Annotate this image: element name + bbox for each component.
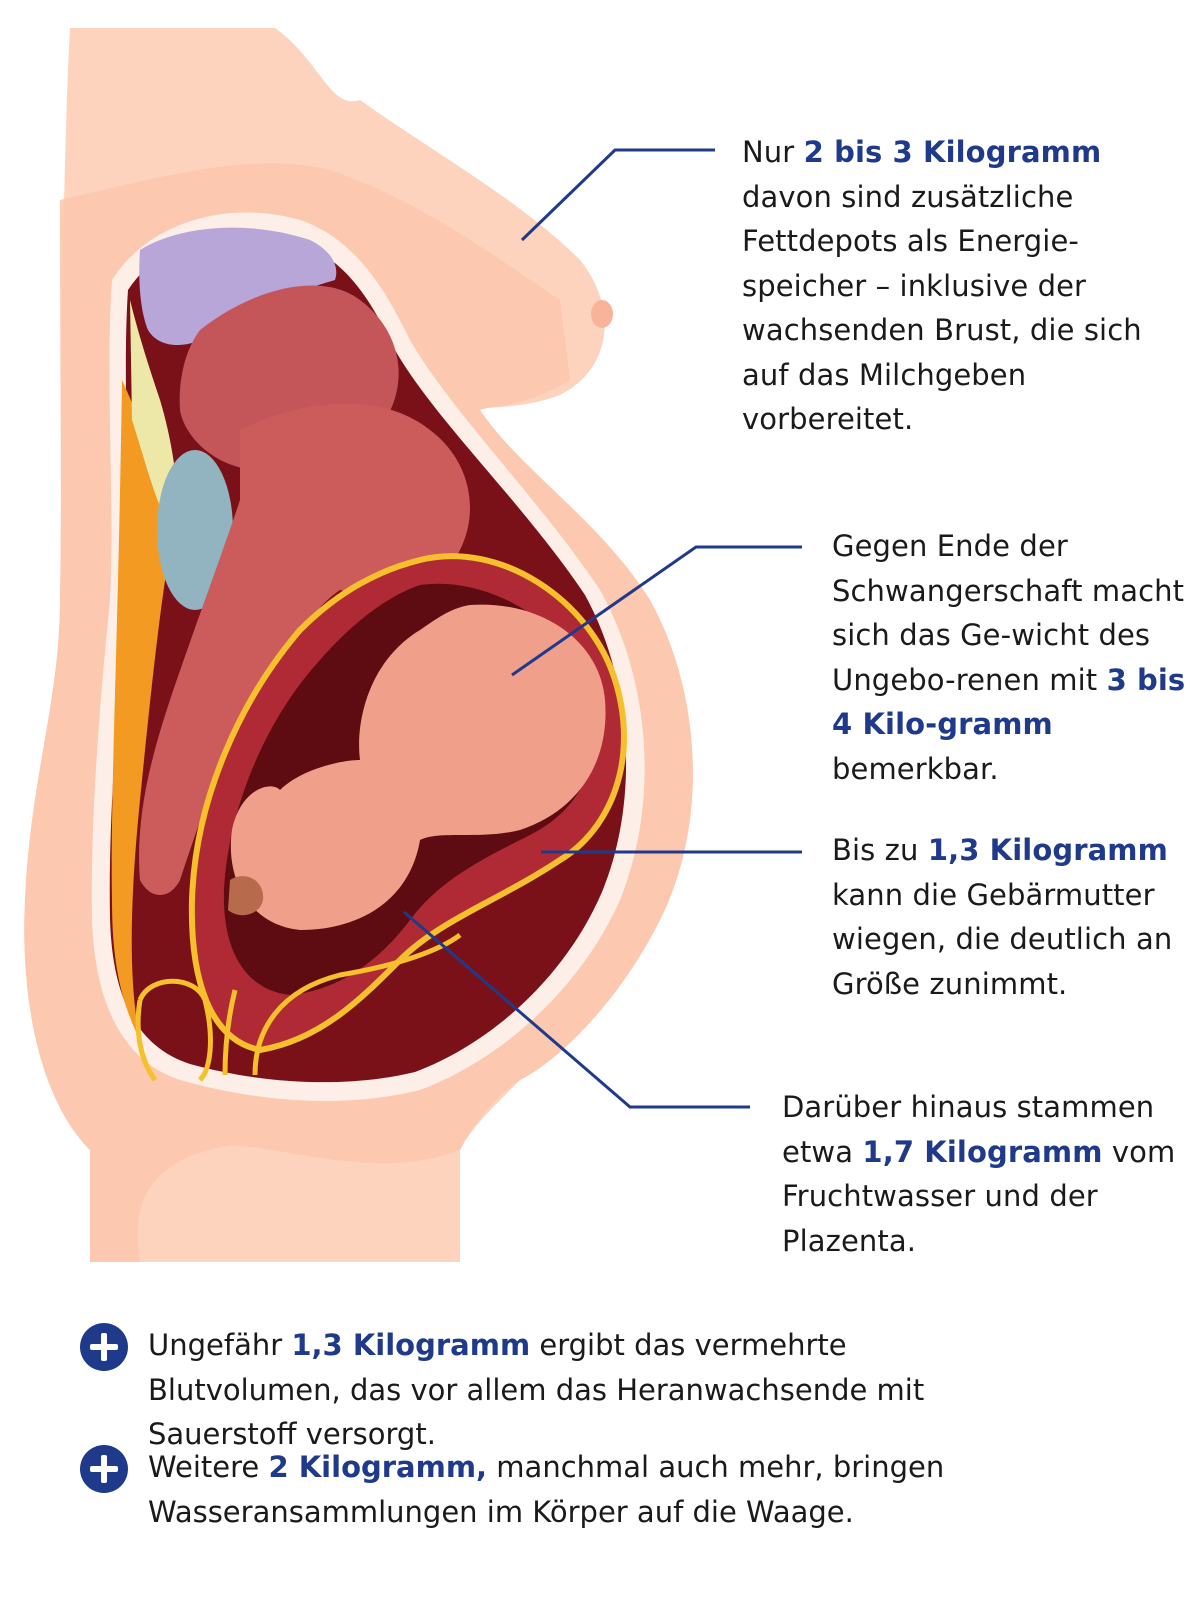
bullet-water-retention: Weitere 2 Kilogramm, manchmal auch mehr,… [80,1445,1048,1534]
fetus [230,604,606,930]
bullet-text-pre: Weitere [148,1450,269,1484]
bullet-blood-volume: Ungefähr 1,3 Kilogramm ergibt das vermeh… [80,1323,1048,1457]
callout-uterus-weight: Bis zu 1,3 Kilogramm kann die Gebärmutte… [832,828,1192,1006]
callout-text: Bis zu [832,833,928,867]
pregnancy-anatomy-illustration [24,28,802,1263]
callout-fetus-weight: Gegen Ende der Schwangerschaft macht sic… [832,524,1192,791]
bullet-text-pre: Ungefähr [148,1328,292,1362]
callout-text: davon sind zusätzliche Fettdepots als En… [742,179,1142,437]
leader-line-fat [520,148,715,242]
bullet-highlight: 1,3 Kilogramm [291,1328,531,1362]
callout-text: vom Fruchtwasser und der Plazenta. [782,1134,1176,1258]
rectum [252,932,462,1076]
plus-circle-icon [80,1445,128,1493]
placenta [228,876,264,916]
leader-line-amniotic [403,910,750,1109]
vagina [222,989,238,1076]
callout-fat-deposits: Nur 2 bis 3 Kilogramm davon sind zusätzl… [742,130,1182,442]
bladder [135,978,213,1082]
nipple [591,300,613,328]
bullet-text: Ungefähr 1,3 Kilogramm ergibt das vermeh… [148,1323,1048,1457]
bullet-text: Weitere 2 Kilogramm, manchmal auch mehr,… [148,1445,1048,1534]
callout-highlight: 3 bis 4 Kilo-gramm [832,662,1186,742]
plus-circle-icon [80,1323,128,1371]
callout-text: Gegen Ende der Schwangerschaft macht sic… [832,529,1185,697]
leader-line-fetus [511,545,802,677]
bullet-text-post: manchmal auch mehr, bringen Wasseransamm… [148,1450,945,1529]
lung [139,227,337,345]
callout-highlight: 1,7 Kilogramm [862,1134,1103,1169]
callout-highlight: 2 bis 3 Kilogramm [803,135,1102,169]
kidney [157,450,233,610]
callout-text: Darüber hinaus stammen etwa [782,1090,1155,1169]
bullet-text-post: ergibt das vermehrte Blutvolumen, das vo… [148,1328,925,1451]
callout-text: Nur [742,135,804,169]
callout-highlight: 1,3 Kilogramm [927,833,1168,867]
callout-amniotic-placenta: Darüber hinaus stammen etwa 1,7 Kilogram… [782,1085,1192,1263]
callout-text: kann die Gebärmutter wiegen, die deutlic… [832,877,1173,1001]
bullet-highlight: 2 Kilogramm, [268,1450,488,1484]
callout-text: bemerkbar. [832,751,999,786]
intestines [139,403,470,895]
